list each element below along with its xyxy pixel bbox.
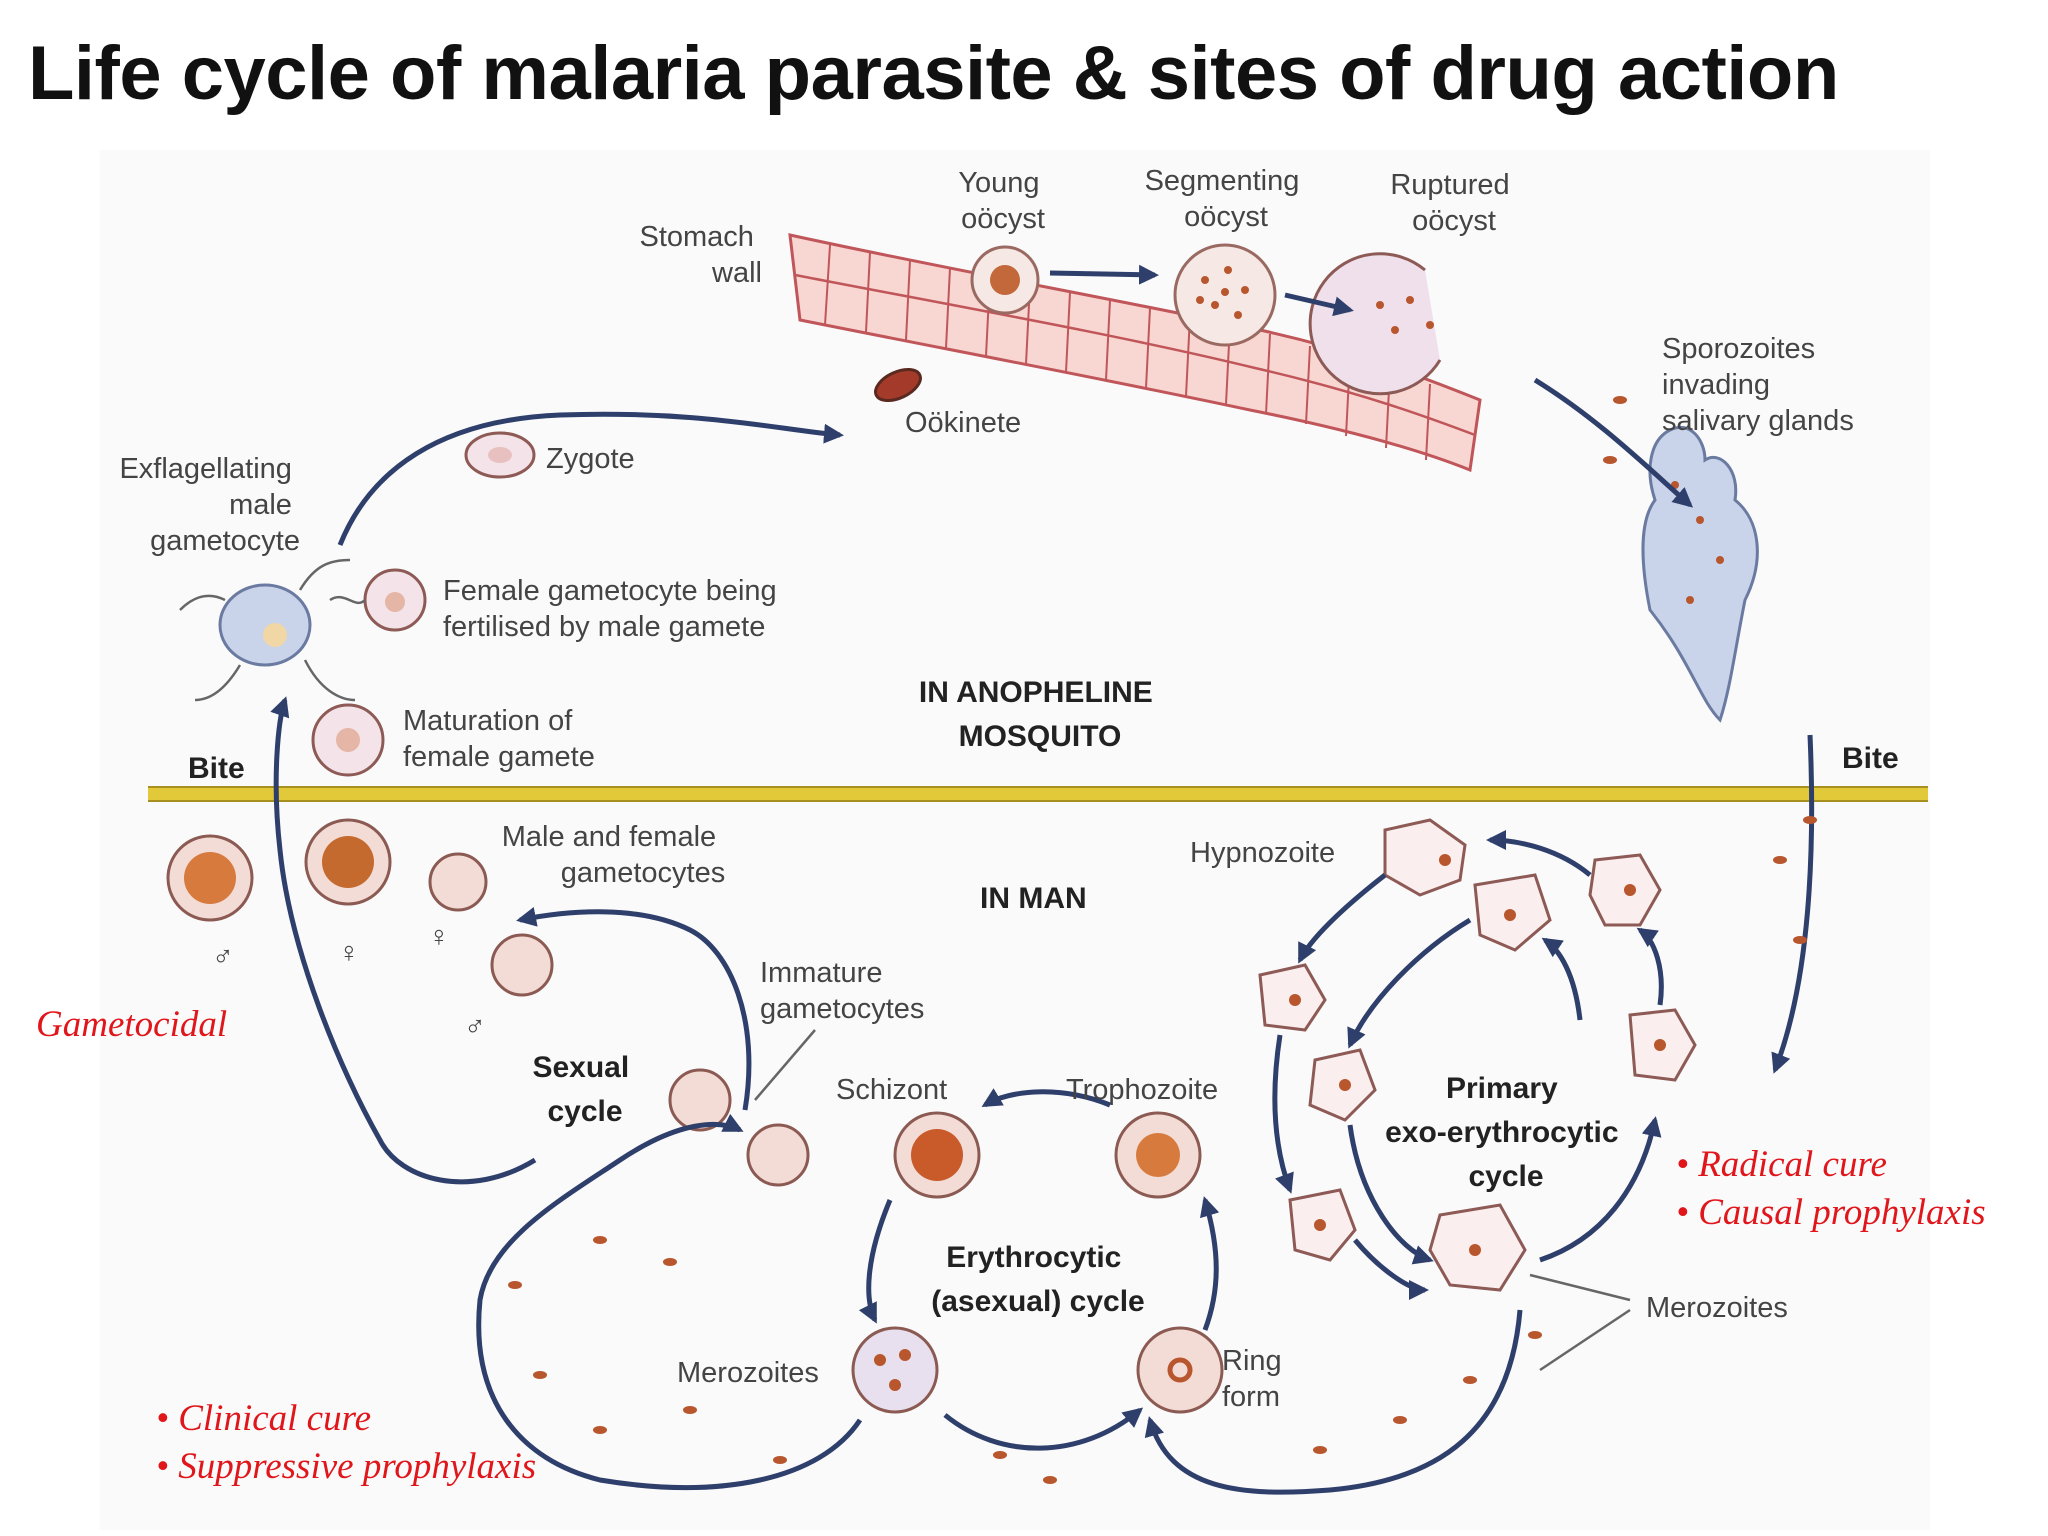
label-male-female-gametocytes: Male and female gametocytes <box>502 821 725 889</box>
label-ruptured-oocyst: Ruptured oöcyst <box>1390 169 1517 237</box>
female-symbol-icon: ♀ <box>338 937 360 969</box>
label-immature-gametocytes: Immature gametocytes <box>760 957 924 1025</box>
label-segmenting-oocyst: Segmenting oöcyst <box>1145 165 1308 233</box>
arrow-bite-right <box>1771 734 1815 1074</box>
female-gametocyte-rbc <box>304 818 392 906</box>
label-merozoites-right: Merozoites <box>1646 1292 1788 1324</box>
label-ookinete: Oökinete <box>905 407 1021 439</box>
label-stomach-wall: Stomach wall <box>639 221 762 289</box>
merozoites-rbc <box>851 1326 939 1414</box>
label-ring-form: Ring form <box>1222 1345 1290 1413</box>
label-merozoites-left: Merozoites <box>677 1357 819 1389</box>
arrow-to-merozoites-cell <box>1353 1238 1429 1300</box>
page-title: Life cycle of malaria parasite & sites o… <box>28 31 1839 116</box>
label-bite-left: Bite <box>188 752 245 785</box>
arrow-primary-cycle-down-2 <box>1272 1034 1294 1194</box>
label-female-fertilised: Female gametocyte being fertilised by ma… <box>443 575 785 643</box>
label-zygote: Zygote <box>546 443 635 475</box>
arrow-lower-left-loop <box>476 1113 863 1490</box>
label-in-mosquito: IN ANOPHELINE MOSQUITO <box>919 676 1161 753</box>
arrow-ring-up-1 <box>1636 927 1664 1006</box>
label-hypnozoite: Hypnozoite <box>1190 837 1335 869</box>
label-sexual-cycle: Sexual cycle <box>532 1051 637 1128</box>
drug-action-clinical-cure: • Clinical cure <box>156 1398 371 1439</box>
drug-action-causal-prophylaxis: • Causal prophylaxis <box>1676 1192 1986 1233</box>
drug-action-suppressive-prophylaxis: • Suppressive prophylaxis <box>156 1446 536 1487</box>
arrow-trophozoite-to-schizont <box>981 1088 1111 1108</box>
arrow-to-ookinete <box>337 411 844 546</box>
arrow-sexual-cycle <box>516 907 752 1111</box>
arrow-primary-cycle-bottom <box>1347 1124 1434 1265</box>
label-young-oocyst: Young oöcyst <box>958 167 1047 235</box>
male-symbol-icon-2: ♂ <box>464 1011 486 1043</box>
merozoite-pointer-1 <box>1529 1273 1631 1302</box>
label-trophozoite: Trophozoite <box>1066 1074 1218 1106</box>
arrow-left-loop <box>270 696 537 1185</box>
immature-gametocyte-pointer <box>754 1029 816 1101</box>
label-schizont: Schizont <box>836 1074 947 1106</box>
gametocyte-small-4 <box>746 1123 810 1187</box>
arrow-primary-cycle-down-1 <box>1347 917 1472 1049</box>
trophozoite-rbc <box>1114 1111 1202 1199</box>
label-exflagellating: Exflagellating male gametocyte <box>119 453 300 557</box>
arrow-segmenting-to-ruptured <box>1284 292 1354 317</box>
scattered-merozoites <box>508 396 1817 1484</box>
oocyst-ruptured <box>1308 252 1442 396</box>
stomach-wall <box>788 233 1482 473</box>
male-gametocyte-rbc <box>166 834 254 922</box>
host-divider <box>148 786 1928 802</box>
merozoite-pointer-2 <box>1539 1308 1631 1372</box>
maturing-female-gamete <box>311 703 385 777</box>
male-symbol-icon: ♂ <box>212 941 234 973</box>
drug-action-gametocidal: Gametocidal <box>36 1004 227 1045</box>
arrow-primary-cycle-right <box>1539 1116 1662 1263</box>
female-gametocyte-fertilised <box>329 568 427 632</box>
exflagellating-gametocyte <box>179 558 356 702</box>
arrow-to-hypnozoite <box>1486 830 1592 877</box>
arrow-to-salivary <box>1533 377 1694 508</box>
ookinete-shape <box>874 367 922 403</box>
label-maturation: Maturation of female gamete <box>403 705 595 773</box>
arrow-ring-to-trophozoite <box>1200 1196 1220 1331</box>
oocyst-segmenting <box>1173 243 1277 347</box>
liver-cells <box>1258 818 1697 1292</box>
female-symbol-icon-2: ♀ <box>428 921 450 953</box>
arrow-hypnozoite-down <box>1297 873 1387 964</box>
gametocyte-small-3 <box>668 1068 732 1132</box>
arrow-lower-right-loop <box>1144 1309 1523 1495</box>
ring-form-rbc <box>1136 1326 1224 1414</box>
arrow-schizont-to-merozoites <box>858 1199 893 1324</box>
label-primary-cycle: Primary exo-erythrocytic cycle <box>1385 1072 1627 1193</box>
zygote-shape <box>464 431 536 479</box>
arrow-young-to-segmenting <box>1049 264 1159 285</box>
gametocyte-small-2 <box>490 933 554 997</box>
oocyst-young <box>970 245 1040 315</box>
label-in-man: IN MAN <box>980 882 1087 915</box>
label-bite-right: Bite <box>1842 742 1899 775</box>
schizont-rbc <box>893 1111 981 1199</box>
arrow-merozoites-to-ring <box>943 1407 1144 1451</box>
gametocyte-small-1 <box>428 852 488 912</box>
label-erythrocytic-cycle: Erythrocytic (asexual) cycle <box>931 1241 1144 1318</box>
label-sporozoites: Sporozoites invading salivary glands <box>1662 333 1854 437</box>
drug-action-radical-cure: • Radical cure <box>1676 1144 1887 1185</box>
arrow-ring-up-2 <box>1541 937 1583 1021</box>
